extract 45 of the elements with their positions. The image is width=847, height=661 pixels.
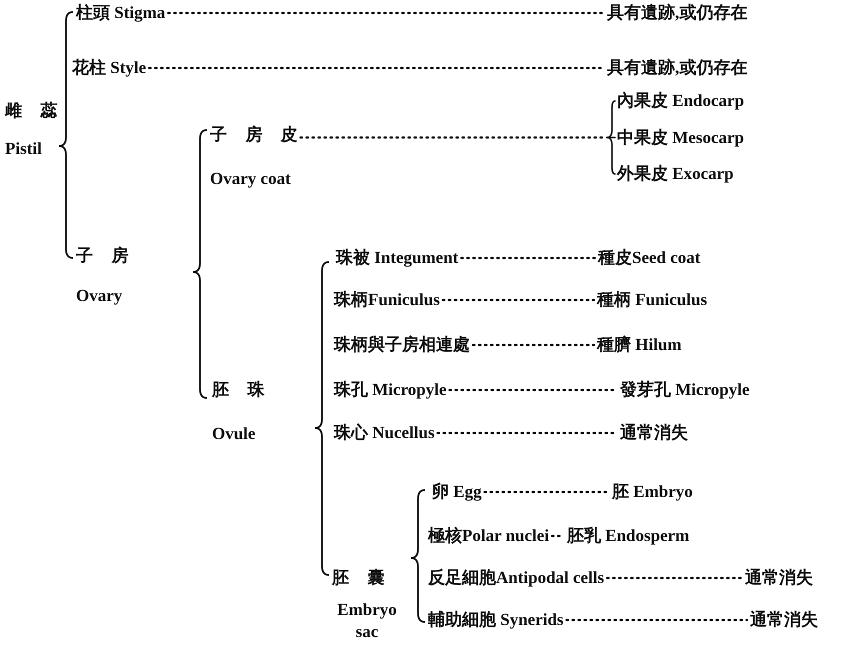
- term-label: 胚 囊: [332, 567, 386, 589]
- term-label: Pistil: [5, 138, 43, 160]
- term-label: Embryo sac: [336, 599, 398, 643]
- term-label: 內果皮 Endocarp: [617, 90, 744, 112]
- connector: [606, 576, 744, 580]
- connector: [460, 256, 596, 260]
- term-label: 胚 珠: [212, 379, 264, 401]
- connector: [606, 136, 616, 138]
- term-label: 珠心 Nucellus: [334, 422, 435, 444]
- term-label: 種皮Seed coat: [598, 247, 700, 269]
- connector: [299, 136, 604, 139]
- term-label: 胚乳 Endosperm: [567, 525, 690, 547]
- term-label: 反足細胞Antipodal cells: [428, 567, 604, 589]
- term-label: 外果皮 Exocarp: [617, 163, 734, 185]
- term-label: 珠孔 Micropyle: [334, 379, 447, 401]
- connector: [565, 618, 748, 622]
- term-label: 珠柄Funiculus: [334, 289, 440, 311]
- connector: [606, 100, 616, 138]
- term-label: 子 房 皮: [210, 124, 298, 146]
- term-label: 中果皮 Mesocarp: [617, 127, 744, 149]
- term-label: 具有遺跡,或仍存在: [607, 2, 748, 24]
- term-label: 極核Polar nuclei: [428, 525, 550, 547]
- term-label: 通常消失: [620, 422, 688, 444]
- term-label: 雌 蕊: [5, 100, 58, 122]
- connector: [472, 344, 596, 346]
- term-label: 通常消失: [750, 609, 818, 631]
- connector: [167, 12, 606, 14]
- connector: [606, 136, 616, 175]
- term-label: Ovule: [212, 423, 256, 445]
- term-label: Ovary coat: [210, 168, 292, 190]
- term-label: 柱頭 Stigma: [76, 2, 166, 24]
- term-label: 發芽孔 Micropyle: [620, 379, 750, 401]
- term-label: 子 房: [76, 245, 128, 267]
- term-label: 卵 Egg: [432, 481, 482, 503]
- term-label: 珠柄與子房相連處: [334, 334, 470, 356]
- term-label: 通常消失: [745, 567, 813, 589]
- term-label: 輔助細胞 Synerids: [428, 609, 564, 631]
- term-label: 胚 Embryo: [612, 481, 693, 503]
- term-label: 具有遺跡,或仍存在: [607, 57, 748, 79]
- term-label: 珠被 Integument: [336, 247, 458, 269]
- term-label: 種臍 Hilum: [597, 334, 682, 356]
- term-label: 花柱 Style: [72, 57, 146, 79]
- connector: [442, 298, 596, 302]
- term-label: 種柄 Funiculus: [597, 289, 708, 311]
- term-label: Ovary: [76, 285, 124, 307]
